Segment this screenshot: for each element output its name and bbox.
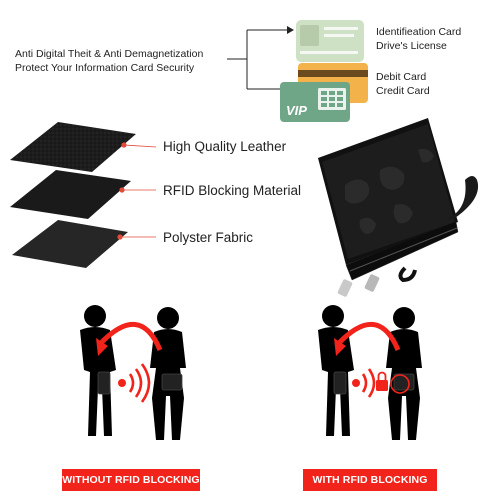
arrow-to-id-card [287, 26, 294, 34]
vip-text: VIP [286, 103, 307, 118]
bank-card-label-line-2: Credit Card [376, 85, 430, 97]
security-headline: Anti Digital Theit & Anti Demagnetizatio… [15, 47, 245, 75]
layer-label-rfid: RFID Blocking Material [163, 183, 302, 198]
rfid-layer [10, 170, 131, 219]
thief-silhouette-right [386, 307, 422, 440]
thief-silhouette-left [150, 307, 186, 440]
signal-waves-right [352, 368, 376, 398]
id-card-label-line-2: Drive's License [376, 40, 447, 52]
headline-line-1: Anti Digital Theit & Anti Demagnetizatio… [15, 48, 204, 60]
blocked-icon [390, 374, 410, 394]
signal-waves-left [118, 363, 151, 403]
headline-line-2: Protect Your Information Card Security [15, 62, 195, 74]
steal-arrow-right [336, 322, 401, 351]
id-card-label-line-1: Identifieation Card [376, 26, 462, 38]
bank-card-label: Debit Card Credit Card [376, 70, 430, 98]
leather-layer [10, 122, 136, 172]
victim-silhouette-right [318, 305, 354, 436]
layer-label-fabric: Polyster Fabric [163, 230, 254, 245]
lock-icon [376, 371, 388, 391]
wallet-image [318, 118, 479, 297]
without-rfid-blocking-badge: WITHOUT RFID BLOCKING [62, 469, 200, 491]
layer-label-leather: High Quality Leather [163, 139, 287, 154]
id-card-icon [296, 20, 364, 62]
bank-card-label-line-1: Debit Card [376, 71, 427, 83]
victim-silhouette-left [80, 305, 116, 436]
fabric-layer [12, 220, 128, 268]
with-rfid-blocking-badge: WITH RFID BLOCKING [303, 469, 437, 491]
id-card-label: Identifieation Card Drive's License [376, 25, 461, 53]
bracket-connector [227, 29, 287, 90]
steal-arrow-left [98, 322, 163, 351]
vip-card-icon [280, 82, 350, 122]
